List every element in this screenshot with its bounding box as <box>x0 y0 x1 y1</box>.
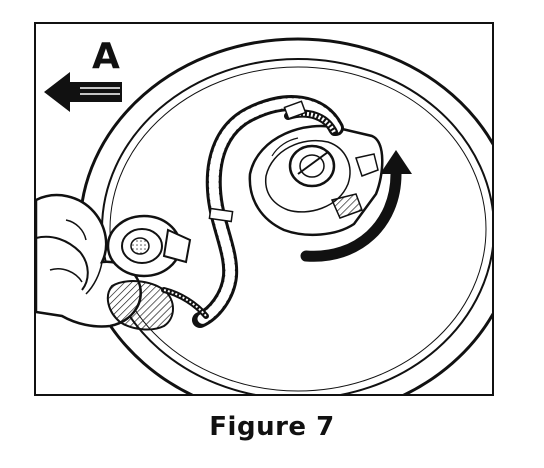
left-arrow-icon <box>44 72 122 112</box>
hand-illustration <box>36 193 209 331</box>
direction-label: A <box>92 36 120 77</box>
fuel-pump-illustration: A <box>36 36 492 394</box>
figure-frame: A <box>34 22 494 396</box>
fuel-pump-module <box>248 124 384 236</box>
curved-arrow-icon <box>300 150 412 262</box>
figure-caption: Figure 7 <box>209 412 335 442</box>
wire-harness <box>192 95 344 328</box>
